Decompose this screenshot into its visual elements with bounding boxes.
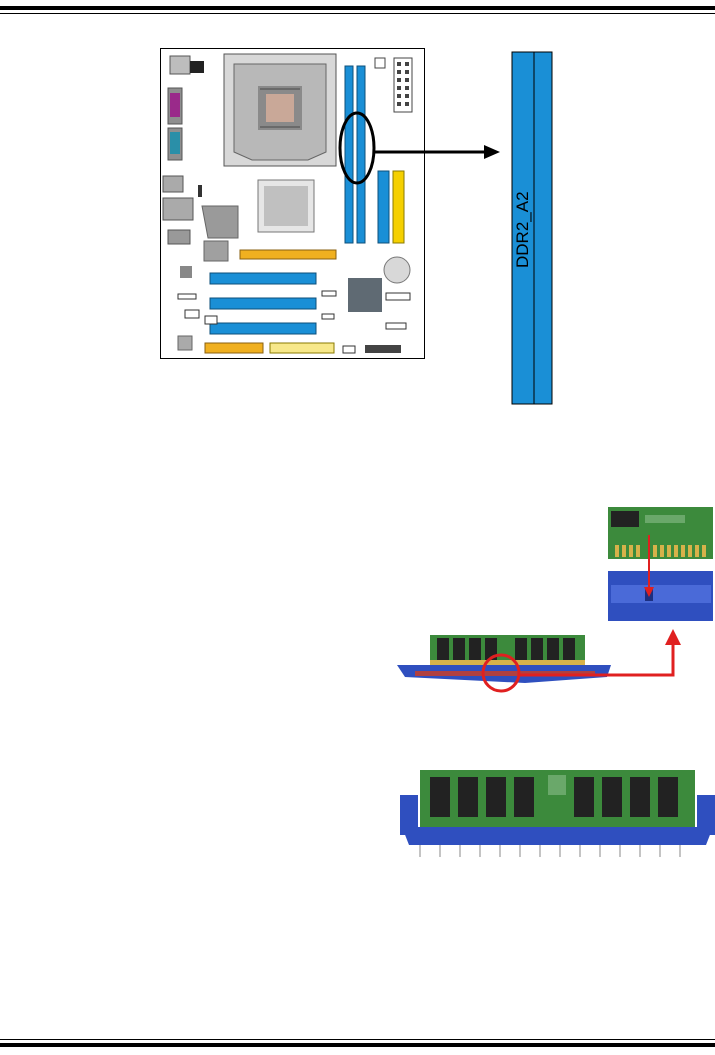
dimm-seated-illustration [400, 765, 715, 865]
slot-highlight-oval [340, 113, 374, 183]
memory-slot-label: DDR2_A2 [513, 191, 532, 268]
bottom-rule-thin [0, 1039, 715, 1040]
callout-arrow-head [484, 145, 500, 159]
memory-slot-enlarged-right [534, 52, 552, 404]
dimm-insertion-illustration [375, 505, 715, 720]
slot-callout-overlay: DDR2_A2 [0, 0, 715, 420]
bottom-rule-thick [0, 1043, 715, 1047]
